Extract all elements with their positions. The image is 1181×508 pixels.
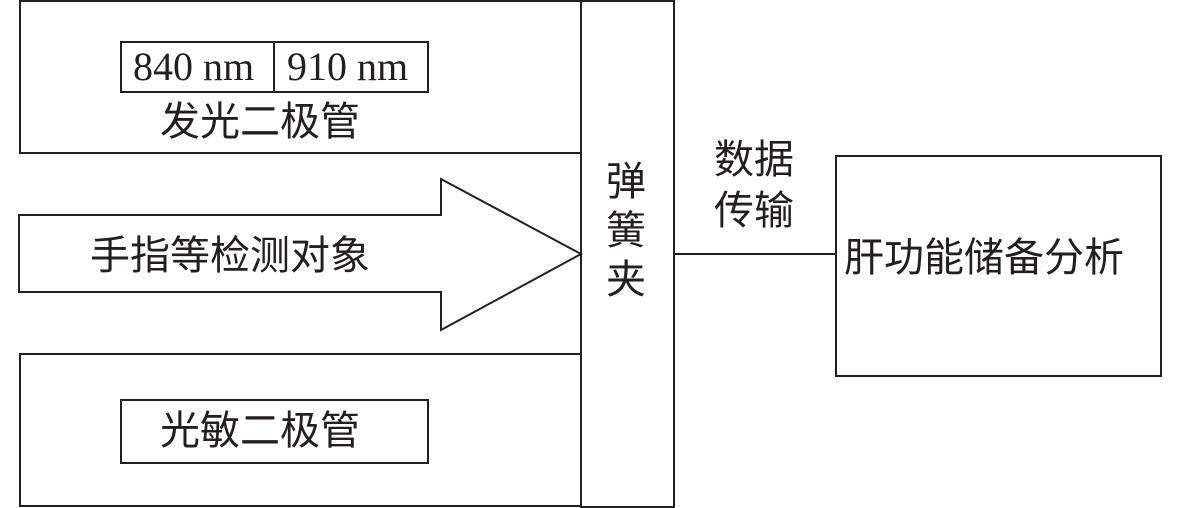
finger-arrow (18, 177, 584, 332)
liver-function-analysis-block (835, 155, 1162, 377)
spring-clip-label-char-3: 夹 (606, 257, 646, 303)
spring-clip-label-char-1: 弹 (606, 159, 646, 205)
led-label: 发光二极管 (160, 99, 360, 145)
wavelength-840-box (120, 41, 275, 93)
wavelength-910-box (273, 41, 429, 93)
photodiode-label: 光敏二极管 (160, 408, 360, 454)
data-transfer-label-line-2: 传输 (714, 188, 794, 234)
wavelength-840-label: 840 nm (133, 44, 255, 89)
spring-clip-label-char-2: 簧 (606, 208, 646, 254)
liver-function-analysis-label: 肝功能储备分析 (844, 235, 1124, 281)
photodiode-label-box (120, 399, 429, 464)
finger-label: 手指等检测对象 (90, 233, 370, 279)
data-transfer-label-line-1: 数据 (714, 137, 794, 183)
wavelength-910-label: 910 nm (287, 44, 409, 89)
